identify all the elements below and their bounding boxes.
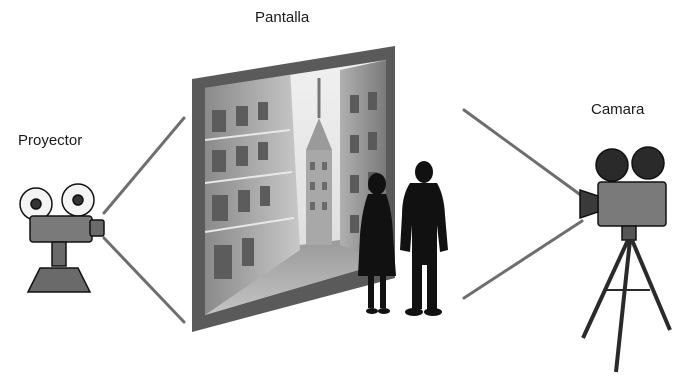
camera-line-top	[462, 108, 584, 198]
couple-silhouette	[358, 161, 448, 316]
projector-label: Proyector	[18, 132, 83, 149]
screen	[192, 46, 395, 332]
camera-line-bottom	[462, 219, 584, 300]
camera-label: Camara	[591, 101, 645, 118]
projector-line-top	[102, 116, 186, 215]
man-silhouette	[400, 161, 448, 316]
camera-icon	[579, 146, 672, 373]
woman-silhouette	[358, 173, 396, 314]
screen-label: Pantalla	[255, 9, 310, 26]
projector-icon	[19, 183, 105, 293]
projector-line-bottom	[102, 236, 186, 324]
projection-lines	[102, 108, 584, 324]
